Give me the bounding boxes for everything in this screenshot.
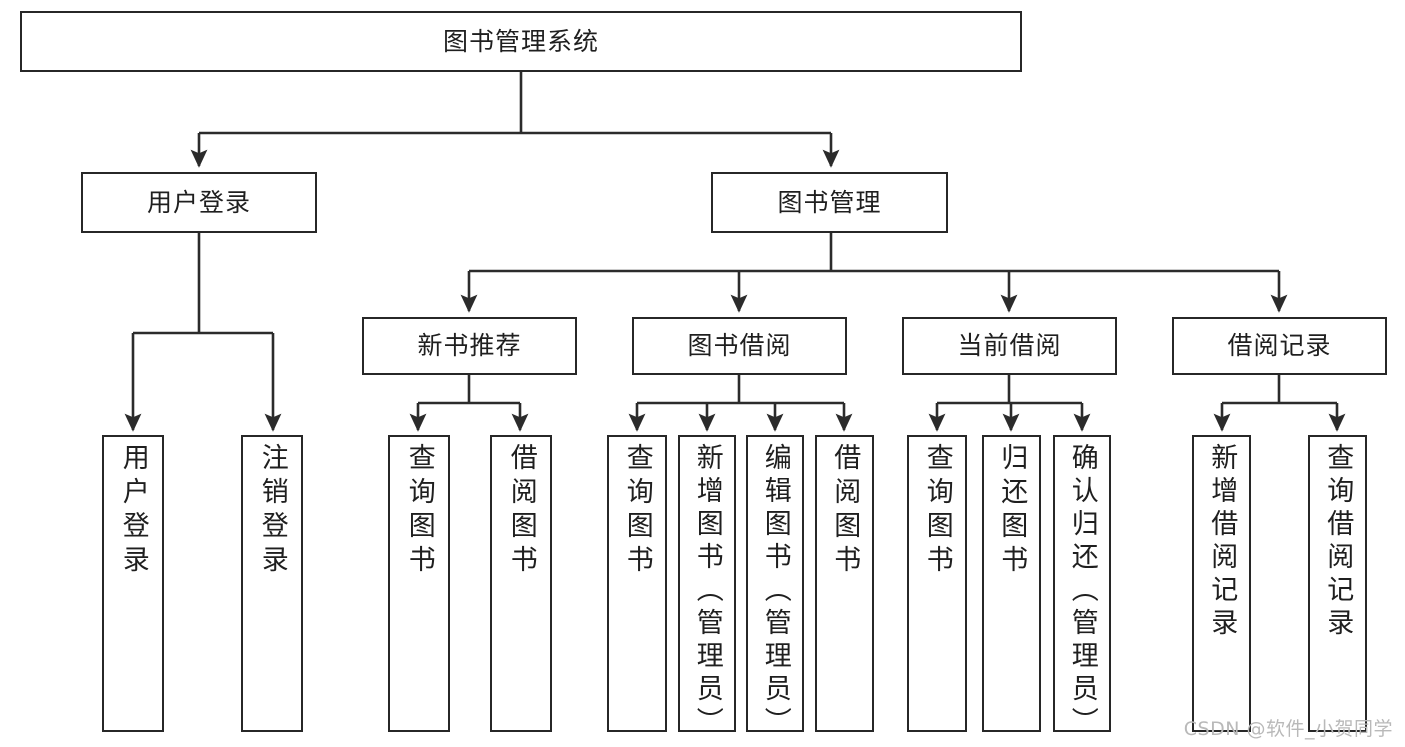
- node-label: 注销登录: [256, 443, 288, 579]
- leaf-query-book-1[interactable]: 查询图书: [388, 435, 450, 732]
- node-label: 图书管理: [777, 187, 882, 217]
- leaf-user-login[interactable]: 用户登录: [102, 435, 164, 732]
- node-label: 查询图书: [621, 443, 653, 579]
- node-label: 借阅图书: [829, 443, 861, 579]
- leaf-borrow-book-1[interactable]: 借阅图书: [490, 435, 552, 732]
- node-label: 借阅记录: [1227, 331, 1332, 361]
- node-label: 当前借阅: [957, 331, 1062, 361]
- node-root-system[interactable]: 图书管理系统: [20, 11, 1022, 72]
- node-label: 图书管理系统: [442, 26, 599, 56]
- node-label: 借阅图书: [505, 443, 537, 579]
- node-label: 查询借阅记录: [1322, 443, 1354, 641]
- node-label: 编辑图书（管理员）: [759, 443, 791, 740]
- leaf-confirm-return[interactable]: 确认归还（管理员）: [1053, 435, 1111, 740]
- leaf-return-book[interactable]: 归还图书: [982, 435, 1041, 732]
- node-label: 用户登录: [146, 187, 251, 217]
- leaf-add-book[interactable]: 新增图书（管理员）: [678, 435, 736, 740]
- node-label: 确认归还（管理员）: [1066, 443, 1098, 740]
- node-label: 归还图书: [996, 443, 1028, 579]
- node-user-login[interactable]: 用户登录: [81, 172, 317, 233]
- node-book-management[interactable]: 图书管理: [711, 172, 948, 233]
- node-label: 新增借阅记录: [1206, 443, 1238, 641]
- node-new-book-recommend[interactable]: 新书推荐: [362, 317, 577, 375]
- node-label: 图书借阅: [687, 331, 792, 361]
- leaf-query-borrow-record[interactable]: 查询借阅记录: [1308, 435, 1367, 732]
- node-label: 新书推荐: [417, 331, 522, 361]
- node-book-borrow[interactable]: 图书借阅: [632, 317, 847, 375]
- node-label: 查询图书: [921, 443, 953, 579]
- node-label: 新增图书（管理员）: [691, 443, 723, 740]
- leaf-query-book-2[interactable]: 查询图书: [607, 435, 667, 732]
- leaf-add-borrow-record[interactable]: 新增借阅记录: [1192, 435, 1251, 732]
- leaf-logout-login[interactable]: 注销登录: [241, 435, 303, 732]
- node-label: 查询图书: [403, 443, 435, 579]
- leaf-edit-book[interactable]: 编辑图书（管理员）: [746, 435, 804, 740]
- csdn-watermark: CSDN @软件_小贺同学: [1183, 718, 1393, 740]
- node-borrow-record[interactable]: 借阅记录: [1172, 317, 1387, 375]
- node-current-borrow[interactable]: 当前借阅: [902, 317, 1117, 375]
- leaf-query-book-3[interactable]: 查询图书: [907, 435, 967, 732]
- node-label: 用户登录: [117, 443, 149, 579]
- leaf-borrow-book-2[interactable]: 借阅图书: [815, 435, 874, 732]
